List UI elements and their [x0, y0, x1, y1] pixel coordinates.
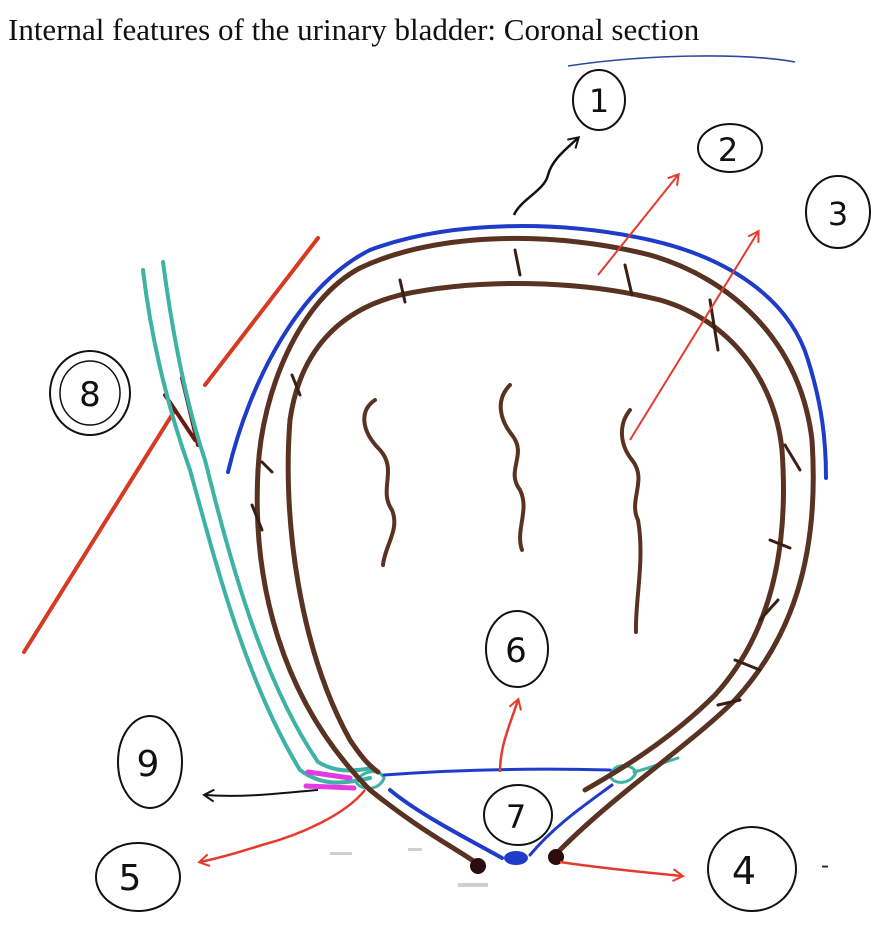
bladder-wall-outer	[255, 235, 816, 853]
label-7-text: 7	[506, 798, 526, 836]
label-4-text: 4	[732, 849, 756, 893]
magenta-marker	[303, 769, 357, 791]
label-1-text: 1	[589, 82, 609, 120]
ligament-line-lower	[22, 408, 177, 654]
label-2: 2	[697, 123, 763, 173]
label-4: 4	[707, 826, 797, 912]
arrow-5	[197, 789, 366, 868]
peritoneum-line	[226, 224, 828, 480]
diagram-title: Internal features of the urinary bladder…	[8, 12, 700, 47]
label-1: 1	[572, 69, 626, 131]
arrow-6	[498, 697, 522, 773]
ureter-inner-line	[161, 260, 374, 773]
label-3: 3	[805, 175, 871, 249]
ureter-outer-line	[141, 268, 372, 785]
label-8-text: 8	[79, 375, 101, 415]
ureteric-orifice-left	[354, 770, 386, 790]
arrow-4	[559, 860, 685, 883]
bladder-wall-inner-left	[285, 417, 381, 775]
label-9: 9	[117, 715, 183, 809]
label-7: 7	[483, 784, 553, 846]
label-5: 5	[95, 842, 181, 912]
bladder-wall-inner	[287, 281, 786, 793]
neck-dot-left	[470, 858, 486, 874]
label-3-text: 3	[828, 195, 848, 233]
label-9-text: 9	[137, 744, 160, 785]
trigone-right-side	[528, 783, 614, 857]
ruga-right	[620, 408, 643, 634]
arrow-1	[512, 136, 581, 216]
arrow-9	[202, 788, 319, 803]
label-5-text: 5	[119, 858, 142, 899]
trigone-left-side	[388, 788, 504, 860]
wall-ticks	[250, 248, 802, 707]
trailing-dash: -	[821, 852, 829, 879]
paper-smudges	[330, 848, 488, 887]
label-2-text: 2	[718, 131, 738, 169]
bladder-wall-outer-left	[254, 467, 478, 865]
neck-dot-right	[548, 849, 564, 865]
label-8: 8	[49, 350, 131, 436]
internal-urethral-orifice	[504, 851, 528, 865]
ligament-line-upper	[203, 236, 320, 387]
ruga-middle	[498, 383, 526, 552]
ruga-left	[362, 398, 397, 567]
interureteric-ridge	[382, 767, 612, 777]
arrow-3	[629, 229, 760, 441]
label-6: 6	[485, 610, 549, 688]
title-underline	[567, 55, 796, 67]
label-6-text: 6	[505, 631, 527, 671]
arrow-2	[597, 172, 680, 276]
